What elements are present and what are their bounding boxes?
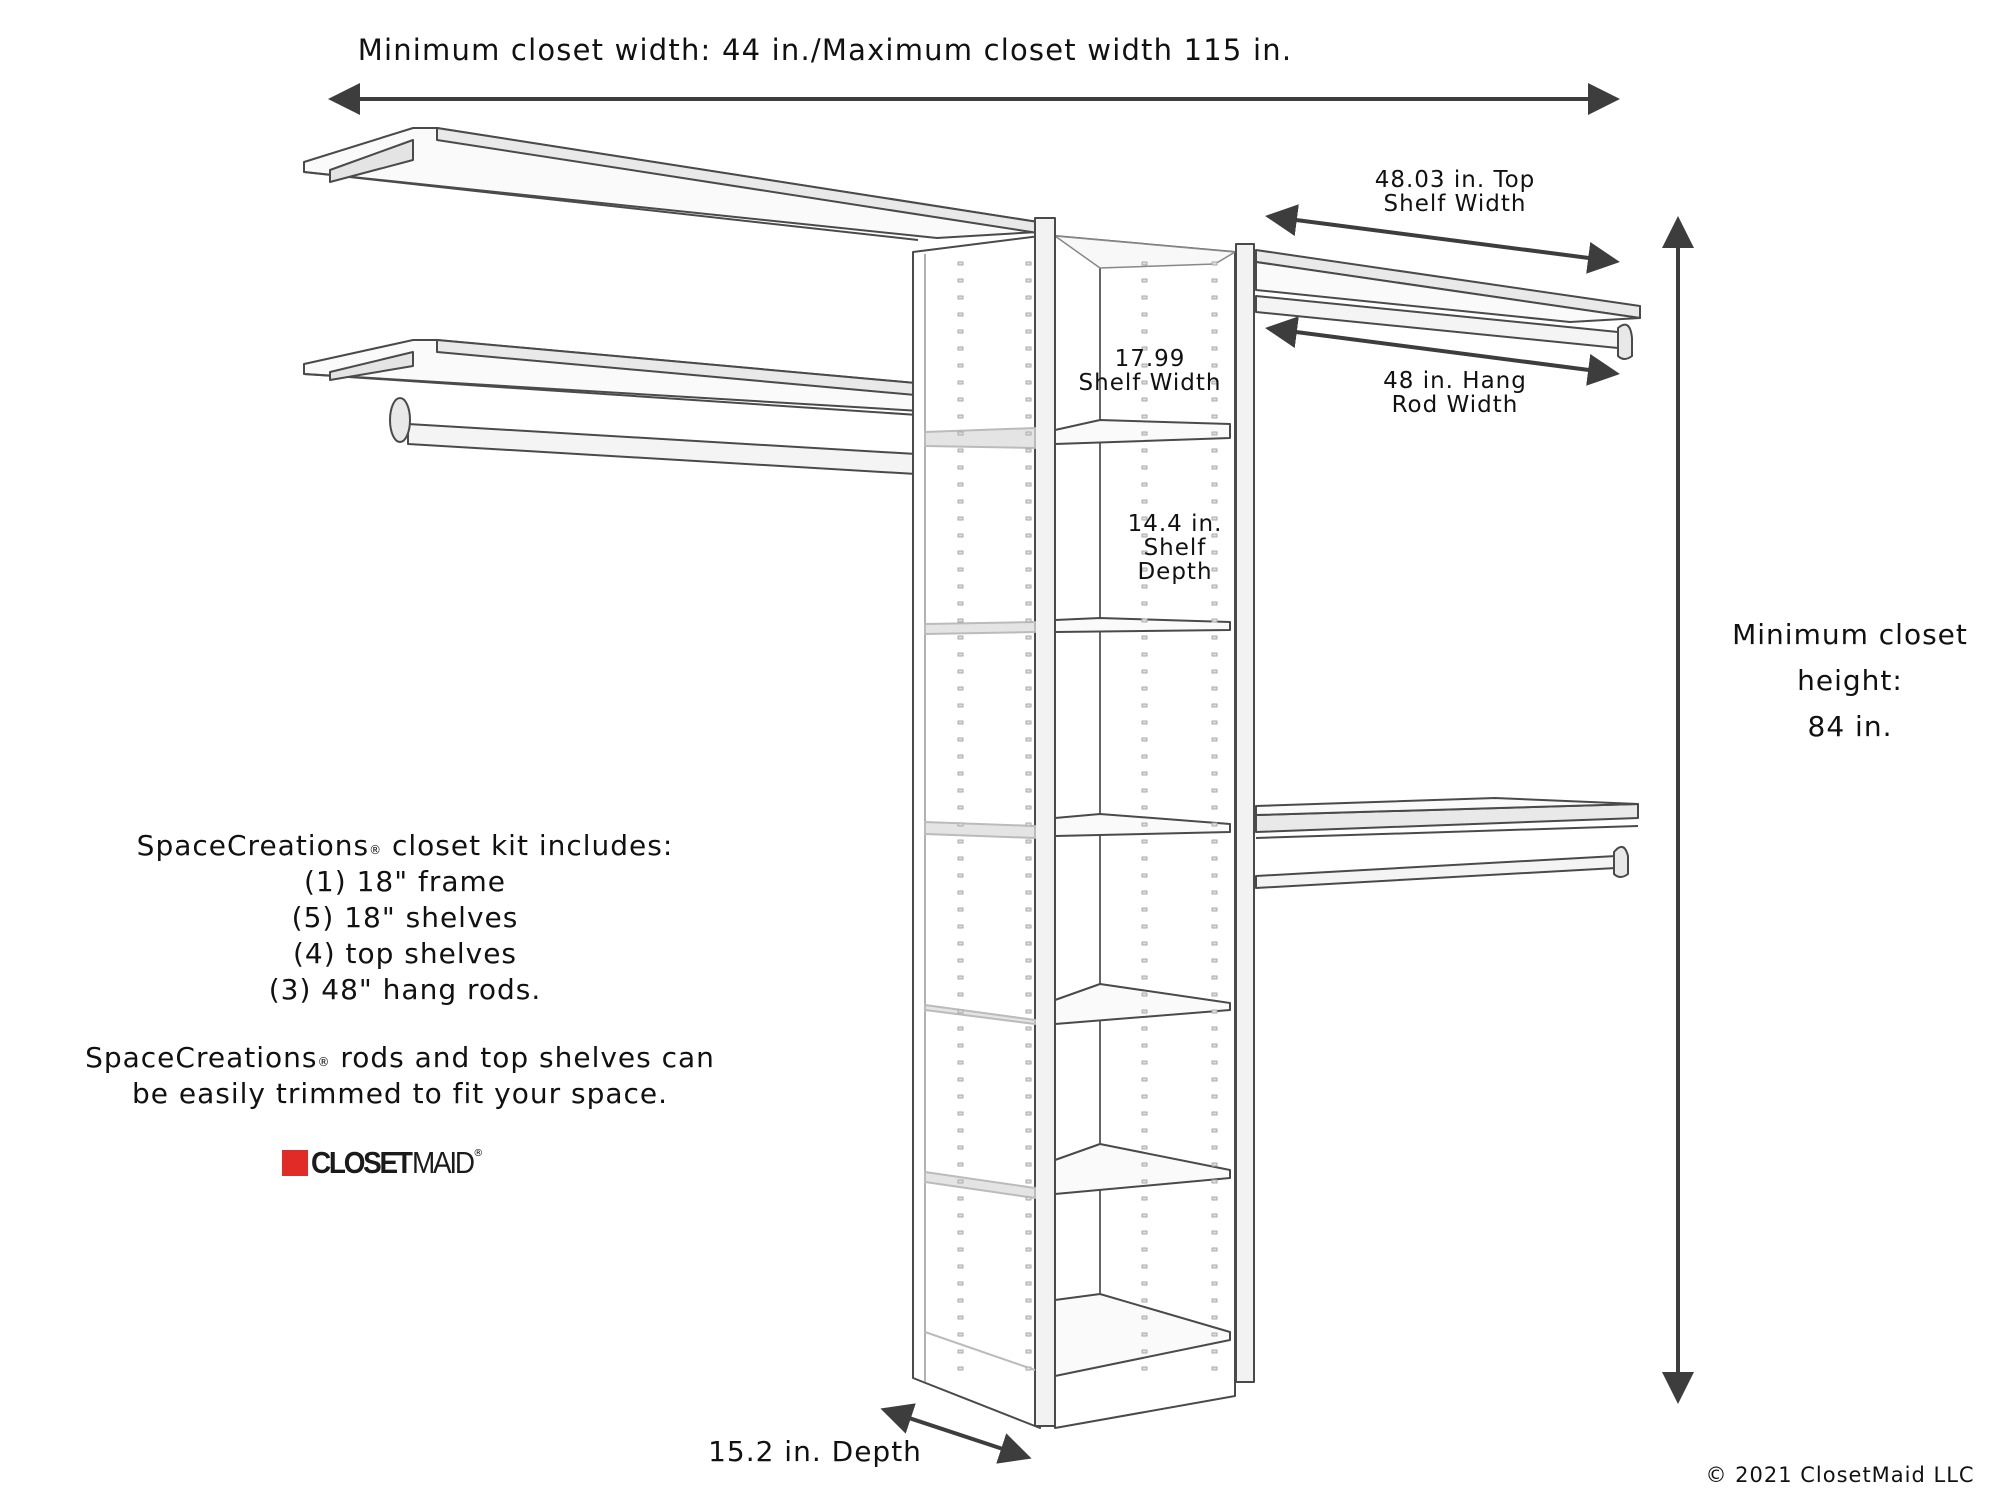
- trim-note-line-2: be easily trimmed to fit your space.: [131, 1077, 669, 1110]
- front-upright-right: [1235, 243, 1255, 1383]
- logo-light-text: MAID: [411, 1145, 475, 1180]
- shelf-depth-label: 14.4 in. Shelf Depth: [1115, 512, 1235, 584]
- kit-brand: SpaceCreations: [136, 829, 370, 862]
- tower-shelf-4: [924, 1143, 1231, 1199]
- kit-heading: SpaceCreations® closet kit includes:: [60, 828, 750, 864]
- right-top-hang-rod: [1255, 295, 1633, 360]
- right-top-shelf: [1255, 249, 1641, 323]
- hang-rod-width-label: 48 in. Hang Rod Width: [1345, 369, 1565, 417]
- right-lower-hang-rod: [1255, 845, 1629, 889]
- front-upright-left: [1034, 217, 1056, 1427]
- hang-rod-width-line-2: Rod Width: [1391, 392, 1519, 418]
- trim-note-line-1: SpaceCreations® rods and top shelves can: [40, 1040, 760, 1076]
- depth-arrow: [880, 1403, 1032, 1464]
- trim-brand: SpaceCreations: [85, 1041, 318, 1074]
- top-shelf-arrow: [1265, 204, 1620, 274]
- trim-note: SpaceCreations® rods and top shelves can…: [40, 1040, 760, 1112]
- shelf-width-line-2: Shelf Width: [1078, 370, 1222, 396]
- shelf-depth-line-3: Depth: [1137, 559, 1213, 585]
- logo-bold-text: CLOSET: [311, 1145, 413, 1180]
- tower-shelf-3: [924, 983, 1231, 1025]
- depth-label: 15.2 in. Depth: [708, 1435, 922, 1468]
- kit-item: (4) top shelves: [292, 937, 518, 970]
- right-lower-shelf: [1255, 797, 1639, 839]
- copyright: © 2021 ClosetMaid LLC: [1705, 1463, 1975, 1487]
- top-shelf-width-label: 48.03 in. Top Shelf Width: [1345, 168, 1565, 216]
- kit-item: (5) 18" shelves: [291, 901, 519, 934]
- logo-registered-mark: ®: [473, 1148, 484, 1159]
- kit-item: (3) 48" hang rods.: [268, 973, 542, 1006]
- registered-mark: ®: [369, 843, 383, 857]
- closet-width-label: Minimum closet width: 44 in./Maximum clo…: [357, 33, 1293, 67]
- shelf-depth-line-2: Shelf: [1143, 535, 1207, 561]
- min-height-label: Minimum closet height: 84 in.: [1700, 612, 2000, 750]
- hang-rod-width-line-1: 48 in. Hang: [1383, 368, 1527, 394]
- trim-note-text: rods and top shelves can: [330, 1041, 715, 1074]
- rod-arrow: [1265, 316, 1620, 386]
- min-height-line-2: height:: [1797, 664, 1903, 697]
- min-height-line-3: 84 in.: [1807, 710, 1893, 743]
- top-shelf-width-line-2: Shelf Width: [1383, 191, 1527, 217]
- closetmaid-logo: CLOSET MAID ®: [282, 1145, 484, 1180]
- kit-contents: SpaceCreations® closet kit includes: (1)…: [60, 828, 750, 1008]
- shelf-depth-line-1: 14.4 in.: [1127, 511, 1223, 537]
- tower-shelf-1: [924, 419, 1231, 449]
- shelf-width-line-1: 17.99: [1114, 346, 1186, 372]
- peg-holes: [957, 261, 1218, 1371]
- kit-item: (1) 18" frame: [304, 865, 506, 898]
- kit-heading-text: closet kit includes:: [382, 829, 674, 862]
- left-top-shelf: [303, 127, 1039, 241]
- tower-shelf-mid: [924, 617, 1231, 635]
- logo-red-square-icon: [282, 1150, 308, 1176]
- min-height-line-1: Minimum closet: [1732, 618, 1968, 651]
- registered-mark: ®: [317, 1055, 331, 1069]
- shelf-width-label: 17.99 Shelf Width: [1060, 347, 1240, 395]
- top-shelf-width-line-1: 48.03 in. Top: [1374, 167, 1536, 193]
